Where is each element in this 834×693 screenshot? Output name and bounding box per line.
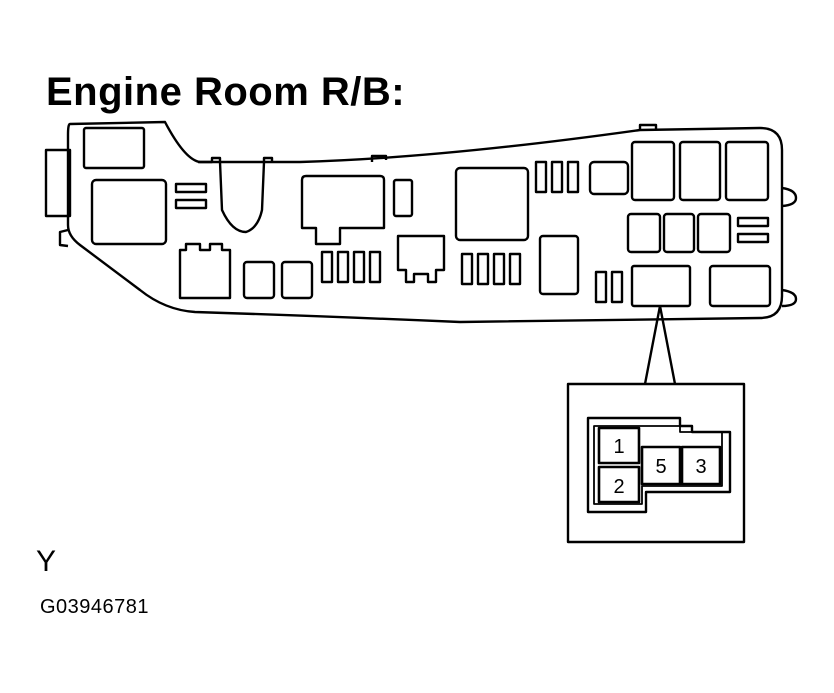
relay-top-right-small xyxy=(590,162,628,194)
fuse-top-right-1 xyxy=(536,162,546,192)
fuse-top-right-3 xyxy=(568,162,578,192)
housing-notch xyxy=(198,158,272,232)
fuse-row-1b xyxy=(338,252,348,282)
fuse-bottom-right-1 xyxy=(596,272,606,302)
fuse-top-right-2 xyxy=(552,162,562,192)
pin-label-2: 2 xyxy=(613,476,624,498)
relay-center xyxy=(302,176,384,244)
relay-block-housing xyxy=(68,122,782,322)
leader-lines xyxy=(645,306,675,384)
fuse-small-2 xyxy=(176,200,206,208)
relay-highlighted xyxy=(632,266,690,306)
connector-letter: Y xyxy=(36,545,57,578)
relay-mid-right-1 xyxy=(628,214,660,252)
relay-top-right-3 xyxy=(726,142,768,200)
detail-box xyxy=(568,384,744,542)
fuse-row-2c xyxy=(494,254,504,284)
housing-right-bump-bottom xyxy=(782,290,796,306)
relay-large-center xyxy=(456,168,528,240)
pin-box-1 xyxy=(599,428,639,463)
pin-label-1: 1 xyxy=(613,436,624,458)
relay-large-left xyxy=(92,180,166,244)
fuse-row-2b xyxy=(478,254,488,284)
relay-small-left-1 xyxy=(244,262,274,298)
fuse-bottom-right-2 xyxy=(612,272,622,302)
housing-left-tab xyxy=(46,150,70,216)
fuse-row-2d xyxy=(510,254,520,284)
relay-top-right-2 xyxy=(680,142,720,200)
housing-top-clip-right xyxy=(640,125,656,130)
pin-box-3 xyxy=(682,447,720,484)
housing-left-clip xyxy=(60,230,68,246)
figure-code: G03946781 xyxy=(40,596,150,618)
relay-medium-center xyxy=(540,236,578,294)
relay-mid-right-2 xyxy=(664,214,694,252)
diagram-title: Engine Room R/B: xyxy=(46,70,406,114)
relay-bottom-right xyxy=(710,266,770,306)
fuse-row-1d xyxy=(370,252,380,282)
fuse-vertical-center xyxy=(394,180,412,216)
connector-outline xyxy=(588,418,730,512)
fuse-row-1c xyxy=(354,252,364,282)
pin-box-2 xyxy=(599,467,639,502)
fuse-small-1 xyxy=(176,184,206,192)
connector-left xyxy=(180,244,230,298)
housing-right-bump-top xyxy=(782,188,796,206)
relay-top-right-1 xyxy=(632,142,674,200)
connector-center xyxy=(398,236,444,282)
pin-label-5: 5 xyxy=(655,456,666,478)
relay-mid-right-3 xyxy=(698,214,730,252)
pin-box-5 xyxy=(642,447,680,484)
fuse-row-1a xyxy=(322,252,332,282)
housing-top-clip xyxy=(372,156,386,162)
connector-inner-outline xyxy=(594,426,722,504)
fuse-row-2a xyxy=(462,254,472,284)
relay-top-left xyxy=(84,128,144,168)
relay-small-left-2 xyxy=(282,262,312,298)
fuse-mid-right-2 xyxy=(738,234,768,242)
fuse-mid-right-1 xyxy=(738,218,768,226)
pin-label-3: 3 xyxy=(695,456,706,478)
